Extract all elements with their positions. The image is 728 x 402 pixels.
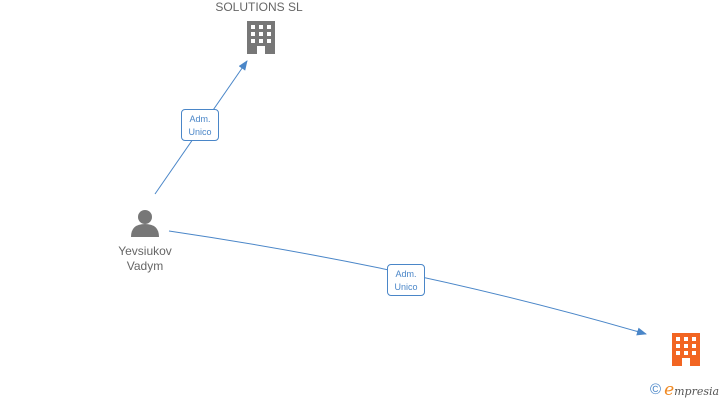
person-name[interactable]: Yevsiukov Vadym [95,244,195,274]
edge-label-line2: Unico [188,127,212,137]
building-icon[interactable] [672,333,700,366]
copyright-symbol: © [650,381,662,398]
company-name-solutions-sl[interactable]: SOLUTIONS SL [215,0,303,14]
edge-label-adm-unico: Adm. Unico [387,264,425,296]
empresia-watermark: ©empresia [650,380,728,400]
empresia-logo-initial: e [664,380,675,400]
empresia-logo-text: mpresia [674,385,720,398]
person-name-line1: Yevsiukov [118,244,172,258]
building-icon[interactable] [247,21,275,54]
edge-label-line1: Adm. [189,114,211,124]
person-name-line2: Vadym [126,259,164,273]
edge-label-adm-unico: Adm. Unico [181,109,219,141]
edge-label-line2: Unico [394,282,418,292]
person-icon[interactable] [131,210,159,237]
edge-label-line1: Adm. [395,269,417,279]
